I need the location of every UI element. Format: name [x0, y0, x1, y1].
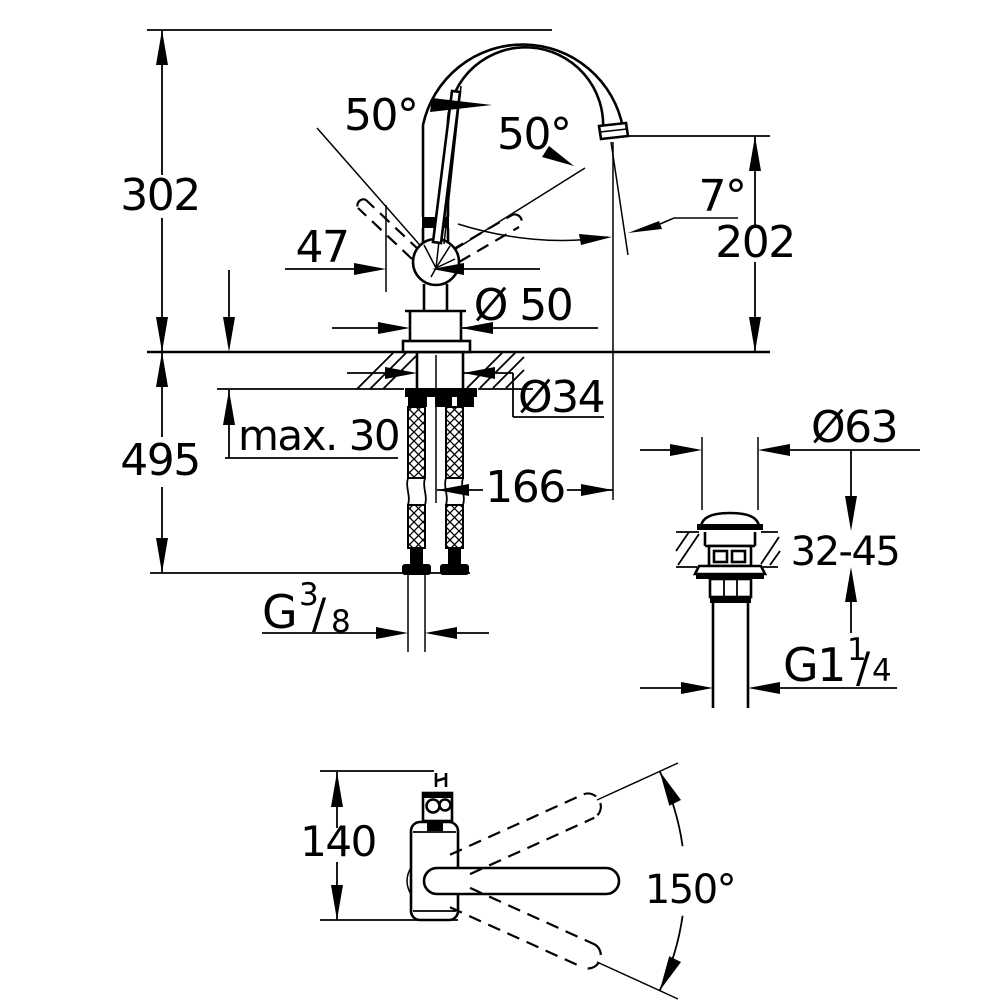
spout-arc-inner: [446, 46, 605, 131]
dim-label-50deg-right: 50°: [497, 109, 571, 160]
dim-label-g38-slash: /: [312, 589, 327, 638]
front-view: 302 495 max. 30 47 Ø 50: [120, 29, 796, 652]
valve-flange: [692, 564, 768, 576]
dim-label-g114-den: 4: [872, 653, 890, 689]
dim-label-302: 302: [120, 170, 199, 221]
dim-150deg: 150°: [645, 771, 737, 991]
dim-302: 302: [120, 30, 201, 352]
aerator-split-line: [599, 128, 628, 133]
dim-label-g114-base: G1: [783, 638, 845, 692]
mounting-washer: [405, 388, 477, 397]
lever-bracket-cap: [423, 792, 452, 798]
dim-label-50deg-left: 50°: [344, 90, 418, 141]
counter-hatch: [675, 531, 781, 566]
outlet-7deg-line: [610, 141, 629, 256]
arc-arrowhead: [430, 98, 492, 112]
arc-arrowhead: [542, 146, 574, 166]
dim-d34: Ø34: [347, 367, 606, 423]
dim-label-max30: max. 30: [238, 411, 399, 460]
hose-connector-flange: [402, 564, 431, 575]
mounting-nut-segment: [457, 397, 474, 407]
dim-label-d63: Ø63: [811, 402, 897, 453]
dim-label-g38-den: 8: [331, 604, 349, 640]
valve-cap-underside: [697, 524, 763, 530]
supply-hoses: [402, 406, 469, 652]
hose-braid: [445, 504, 464, 549]
spout-arm-dashed-lower: [449, 886, 602, 970]
mounting-nut-segment: [408, 397, 427, 407]
dim-7deg: 7°: [628, 171, 747, 233]
valve-ribbed-nut: [708, 577, 753, 599]
swivel-extension-lower: [596, 961, 679, 1000]
lever-tip-marker: [434, 773, 448, 787]
drain-valve-view: Ø63 32-45 G1 1 / 4: [640, 402, 920, 708]
ribbed-nut-dividers: [723, 579, 738, 597]
waste-tailpipe: [711, 603, 750, 708]
dim-47: 47: [285, 205, 540, 292]
top-view: 140 150°: [300, 762, 737, 1000]
swing-arc-arrowhead: [579, 234, 612, 245]
g38-pipe-extension-lines: [407, 575, 426, 652]
dim-495: 495: [120, 352, 201, 573]
hose-braid: [407, 504, 426, 549]
dim-label-495: 495: [120, 435, 199, 486]
dim-max30: max. 30: [223, 270, 401, 460]
mounting-nut-segment: [435, 397, 452, 407]
spout-arm-dashed-upper: [449, 792, 602, 876]
dim-label-g114-slash: /: [856, 643, 871, 692]
dim-label-g114-num: 1: [847, 632, 865, 668]
spout-arm: [422, 866, 621, 896]
dim-202: 202: [626, 135, 796, 352]
dim-label-g38-base: G: [262, 585, 296, 639]
dim-50deg-left: 50°: [344, 90, 492, 141]
dim-140: 140: [300, 772, 377, 920]
lever-pivot-ring: [438, 798, 452, 812]
dim-label-150deg: 150°: [645, 867, 735, 913]
lever-axis-left-extension: [316, 127, 434, 261]
dim-d63: Ø63: [640, 402, 920, 510]
dim-label-3245: 32-45: [791, 529, 900, 575]
dim-166: 166: [437, 462, 613, 513]
hose-braid: [445, 406, 464, 479]
swivel-extension-upper: [596, 762, 679, 801]
dim-label-7deg: 7°: [699, 171, 746, 222]
dim-label-g38-num: 3: [299, 577, 317, 613]
lever-axis-line: [443, 85, 462, 245]
dim-g38: G 3 / 8: [262, 577, 489, 640]
valve-flange-gasket: [696, 573, 764, 579]
body-top-band: [427, 822, 443, 831]
dim-label-202: 202: [715, 217, 794, 268]
dim-label-166: 166: [485, 462, 564, 513]
dim-label-47: 47: [296, 222, 349, 273]
hose-braid: [407, 406, 426, 479]
ball-joint-spokes: [423, 240, 456, 278]
hose-end-fitting: [448, 548, 461, 566]
overflow-slot: [712, 549, 729, 564]
dim-label-140: 140: [300, 817, 376, 866]
hose-connector-flange: [440, 564, 469, 575]
lever-axis-right-extension: [442, 167, 586, 258]
threaded-shank: [415, 352, 465, 388]
dim-g114: G1 1 / 4: [640, 632, 897, 694]
hose-break-marks: [406, 477, 465, 506]
hose-end-fitting: [410, 548, 423, 566]
deck-hatch-lines: [356, 351, 525, 390]
lever-dashed-left: [356, 198, 421, 260]
spout-arc-outer: [421, 43, 625, 129]
dim-label-d34: Ø34: [518, 372, 604, 423]
valve-body-band: [710, 596, 751, 603]
dim-3245: 32-45: [791, 450, 901, 633]
body-cylinder: [405, 309, 466, 341]
body-capsule-end-lines: [413, 831, 456, 912]
valve-neck: [703, 532, 757, 548]
dim-d50: Ø 50: [332, 280, 598, 334]
base-flange: [401, 339, 472, 354]
dim-50deg-right: 50°: [497, 109, 574, 166]
lever-dashed-right: [451, 213, 523, 263]
overflow-slot: [730, 549, 747, 564]
dim-label-d50: Ø 50: [474, 280, 573, 331]
